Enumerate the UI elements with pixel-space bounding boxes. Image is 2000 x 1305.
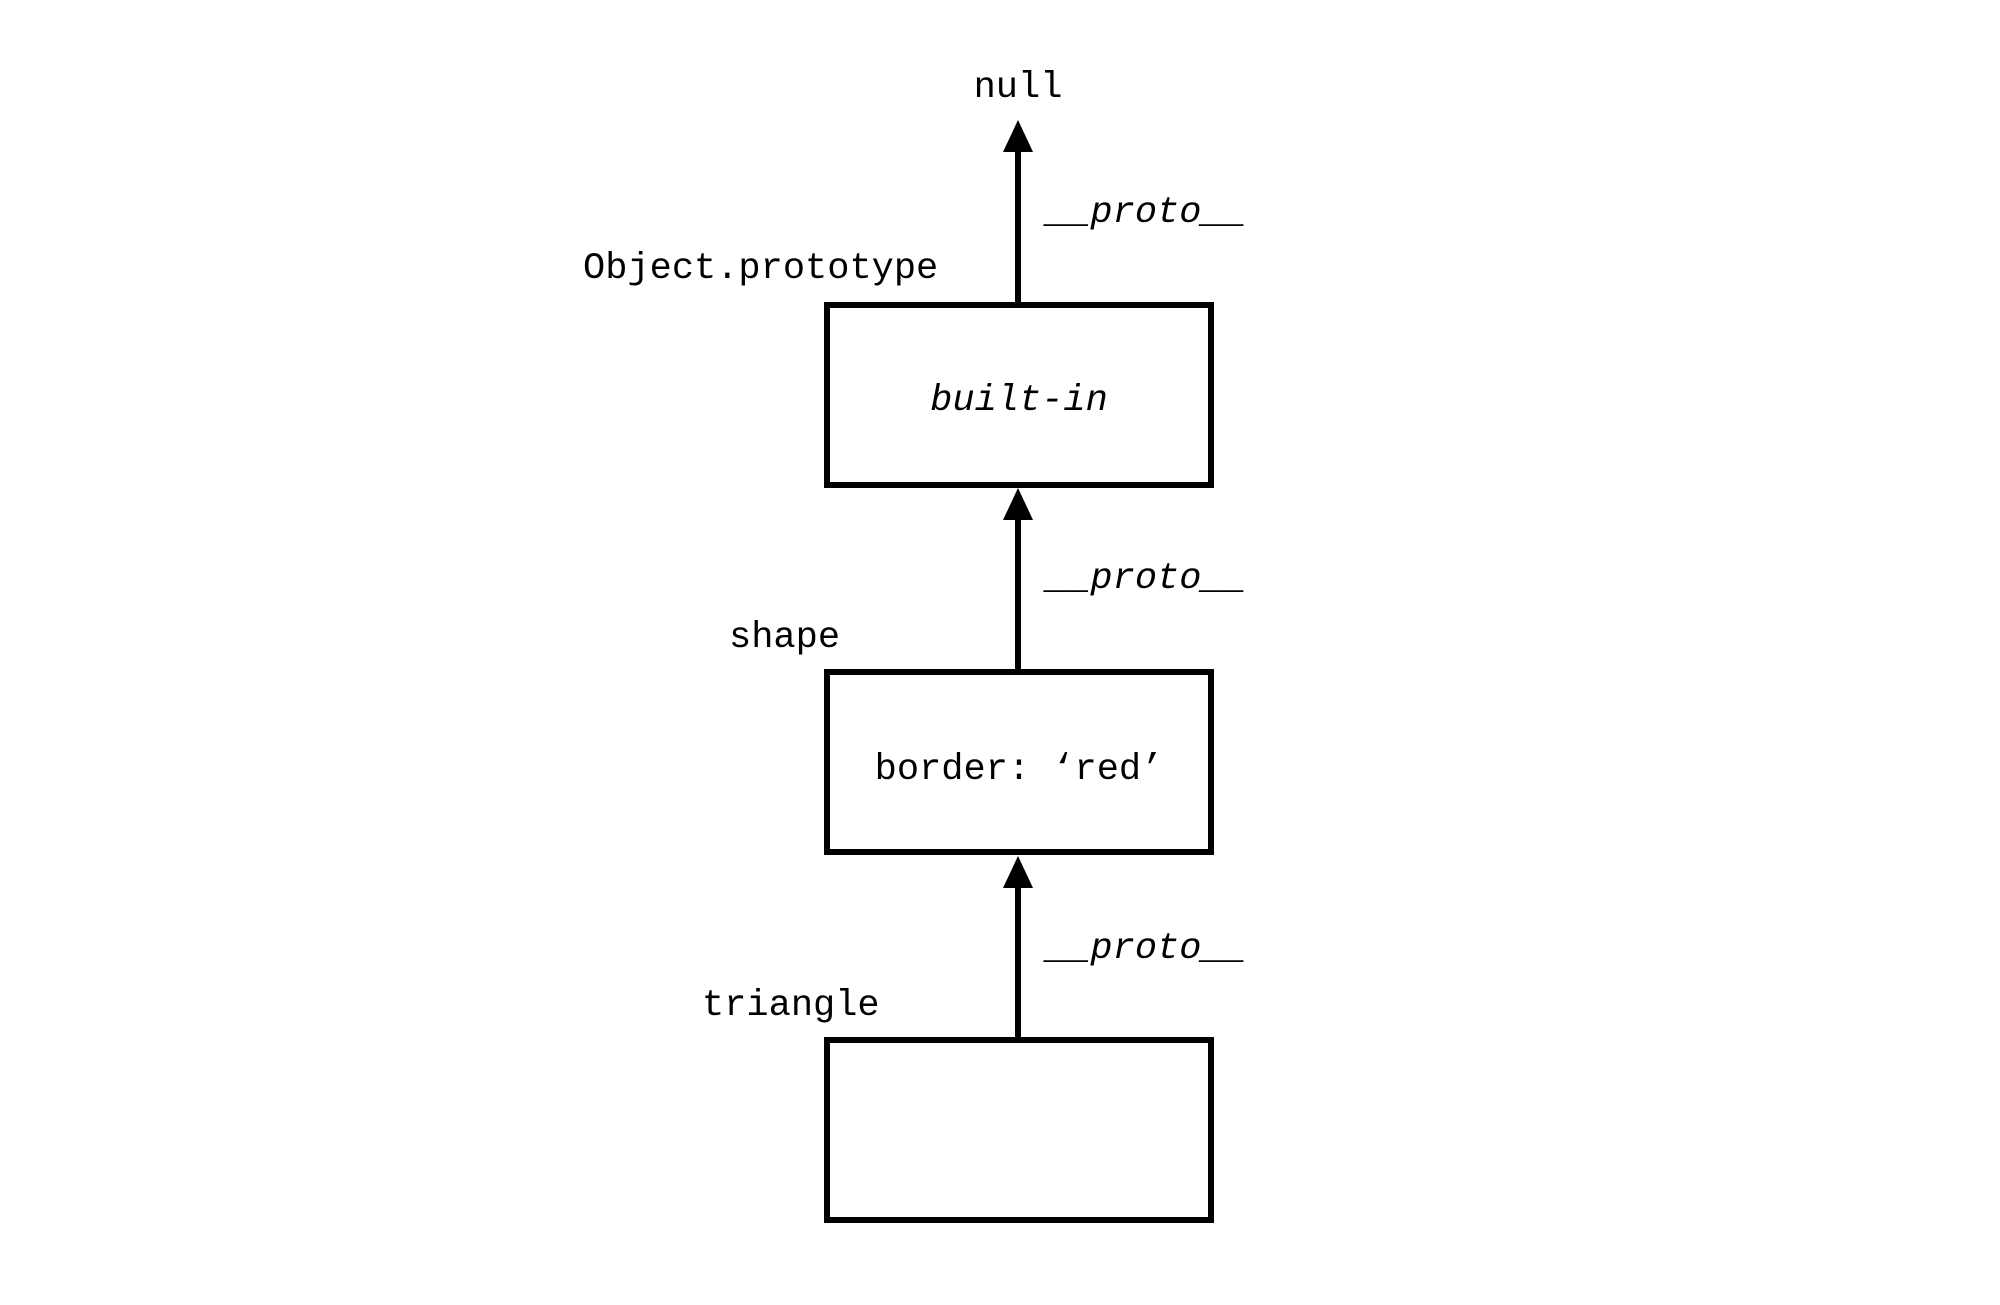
null-label: null	[974, 67, 1063, 109]
proto-link-label: __proto__	[1043, 558, 1246, 600]
proto-link-label: __proto__	[1043, 192, 1246, 234]
object-prototype-label: Object.prototype	[583, 248, 938, 290]
shape-content: border: ‘red’	[875, 749, 1164, 791]
proto-link-label: __proto__	[1043, 928, 1246, 970]
object-prototype-content: built-in	[930, 380, 1108, 422]
proto-arrow-triangle-to-shape	[1003, 856, 1033, 1038]
proto-arrow-object-to-null	[1003, 120, 1033, 303]
triangle-box	[824, 1037, 1214, 1223]
object-prototype-box	[824, 302, 1214, 488]
proto-arrow-shape-to-object	[1003, 488, 1033, 670]
triangle-label: triangle	[702, 985, 880, 1027]
shape-label: shape	[729, 617, 840, 659]
shape-box	[824, 669, 1214, 855]
